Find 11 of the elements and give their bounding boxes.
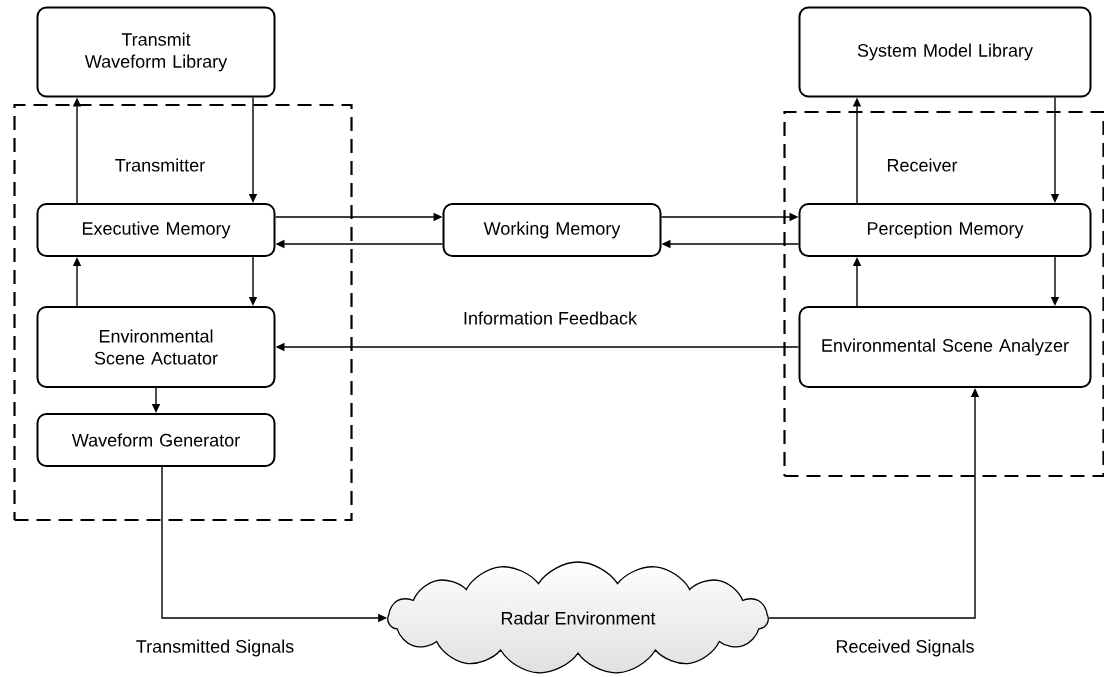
process-box: Environmental Scene Analyzer: [798, 306, 1092, 388]
process-box: Environmental Scene Actuator: [36, 306, 276, 388]
process-box: Waveform Generator: [36, 413, 276, 467]
process-box: Executive Memory: [36, 203, 276, 257]
edge-label: Information Feedback: [460, 309, 640, 327]
edge-label: Transmitted Signals: [133, 637, 297, 659]
process-box: Transmit Waveform Library: [36, 6, 276, 98]
process-box: Working Memory: [442, 203, 662, 257]
process-box: System Model Library: [798, 6, 1092, 98]
edge-label: Received Signals: [833, 637, 977, 659]
process-box: Perception Memory: [798, 203, 1092, 257]
